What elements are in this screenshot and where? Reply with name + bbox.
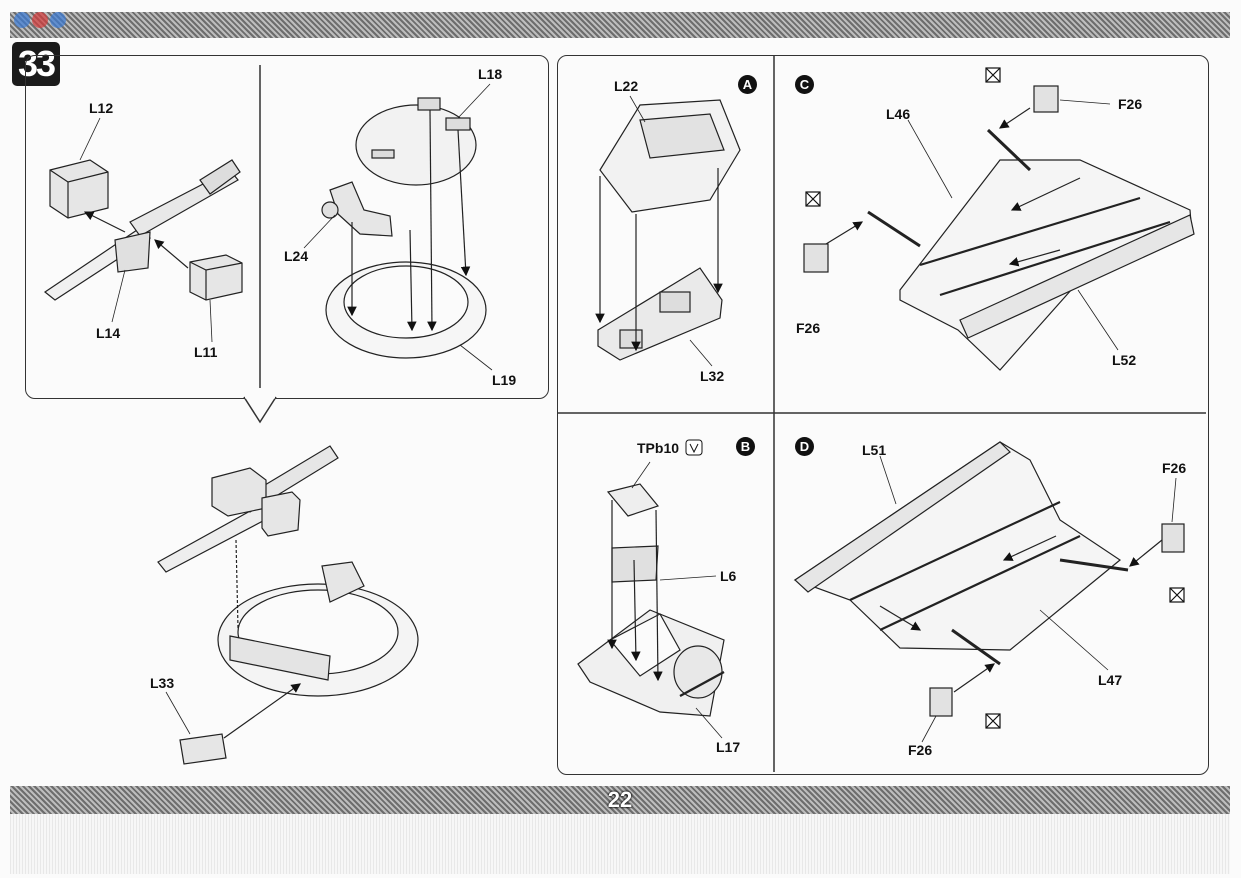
x-mark-icon — [805, 191, 821, 207]
x-mark-icon — [985, 67, 1001, 83]
page-number: 22 — [607, 787, 633, 812]
label-f26-bottom: F26 — [908, 742, 933, 758]
tweezers-icon — [685, 439, 703, 456]
subpanel-marker-d: D — [795, 437, 814, 456]
label-l6: L6 — [720, 568, 737, 584]
label-l47: L47 — [1098, 672, 1123, 688]
header-band — [10, 12, 1230, 38]
label-l17: L17 — [716, 739, 741, 755]
subassembly-frame — [557, 55, 1209, 775]
label-l22: L22 — [614, 78, 639, 94]
machine-gun-l14 — [43, 159, 241, 301]
label-l11: L11 — [194, 344, 218, 360]
subpanel-marker-c: C — [795, 75, 814, 94]
x-mark-icon — [1169, 587, 1185, 603]
label-l18: L18 — [478, 66, 503, 82]
label-f26-left: F26 — [796, 320, 821, 336]
callout-frame — [25, 55, 549, 399]
x-mark-icon — [985, 713, 1001, 729]
label-l19: L19 — [492, 372, 517, 388]
label-f26-right: F26 — [1162, 460, 1187, 476]
watermark-logo — [14, 12, 66, 28]
label-l33: L33 — [150, 675, 175, 691]
footer-texture — [10, 814, 1230, 874]
label-l52: L52 — [1112, 352, 1137, 368]
label-l24: L24 — [284, 248, 309, 264]
label-l32: L32 — [700, 368, 725, 384]
subpanel-marker-a: A — [738, 75, 757, 94]
subpanel-marker-b: B — [736, 437, 755, 456]
label-f26-top: F26 — [1118, 96, 1143, 112]
footer-band — [10, 786, 1230, 814]
label-l14: L14 — [96, 325, 121, 341]
step-number-badge: 33 — [12, 42, 60, 86]
label-l51: L51 — [862, 442, 887, 458]
label-l12: L12 — [89, 100, 114, 116]
label-l46: L46 — [886, 106, 911, 122]
label-tpb10: TPb10 — [637, 440, 680, 456]
